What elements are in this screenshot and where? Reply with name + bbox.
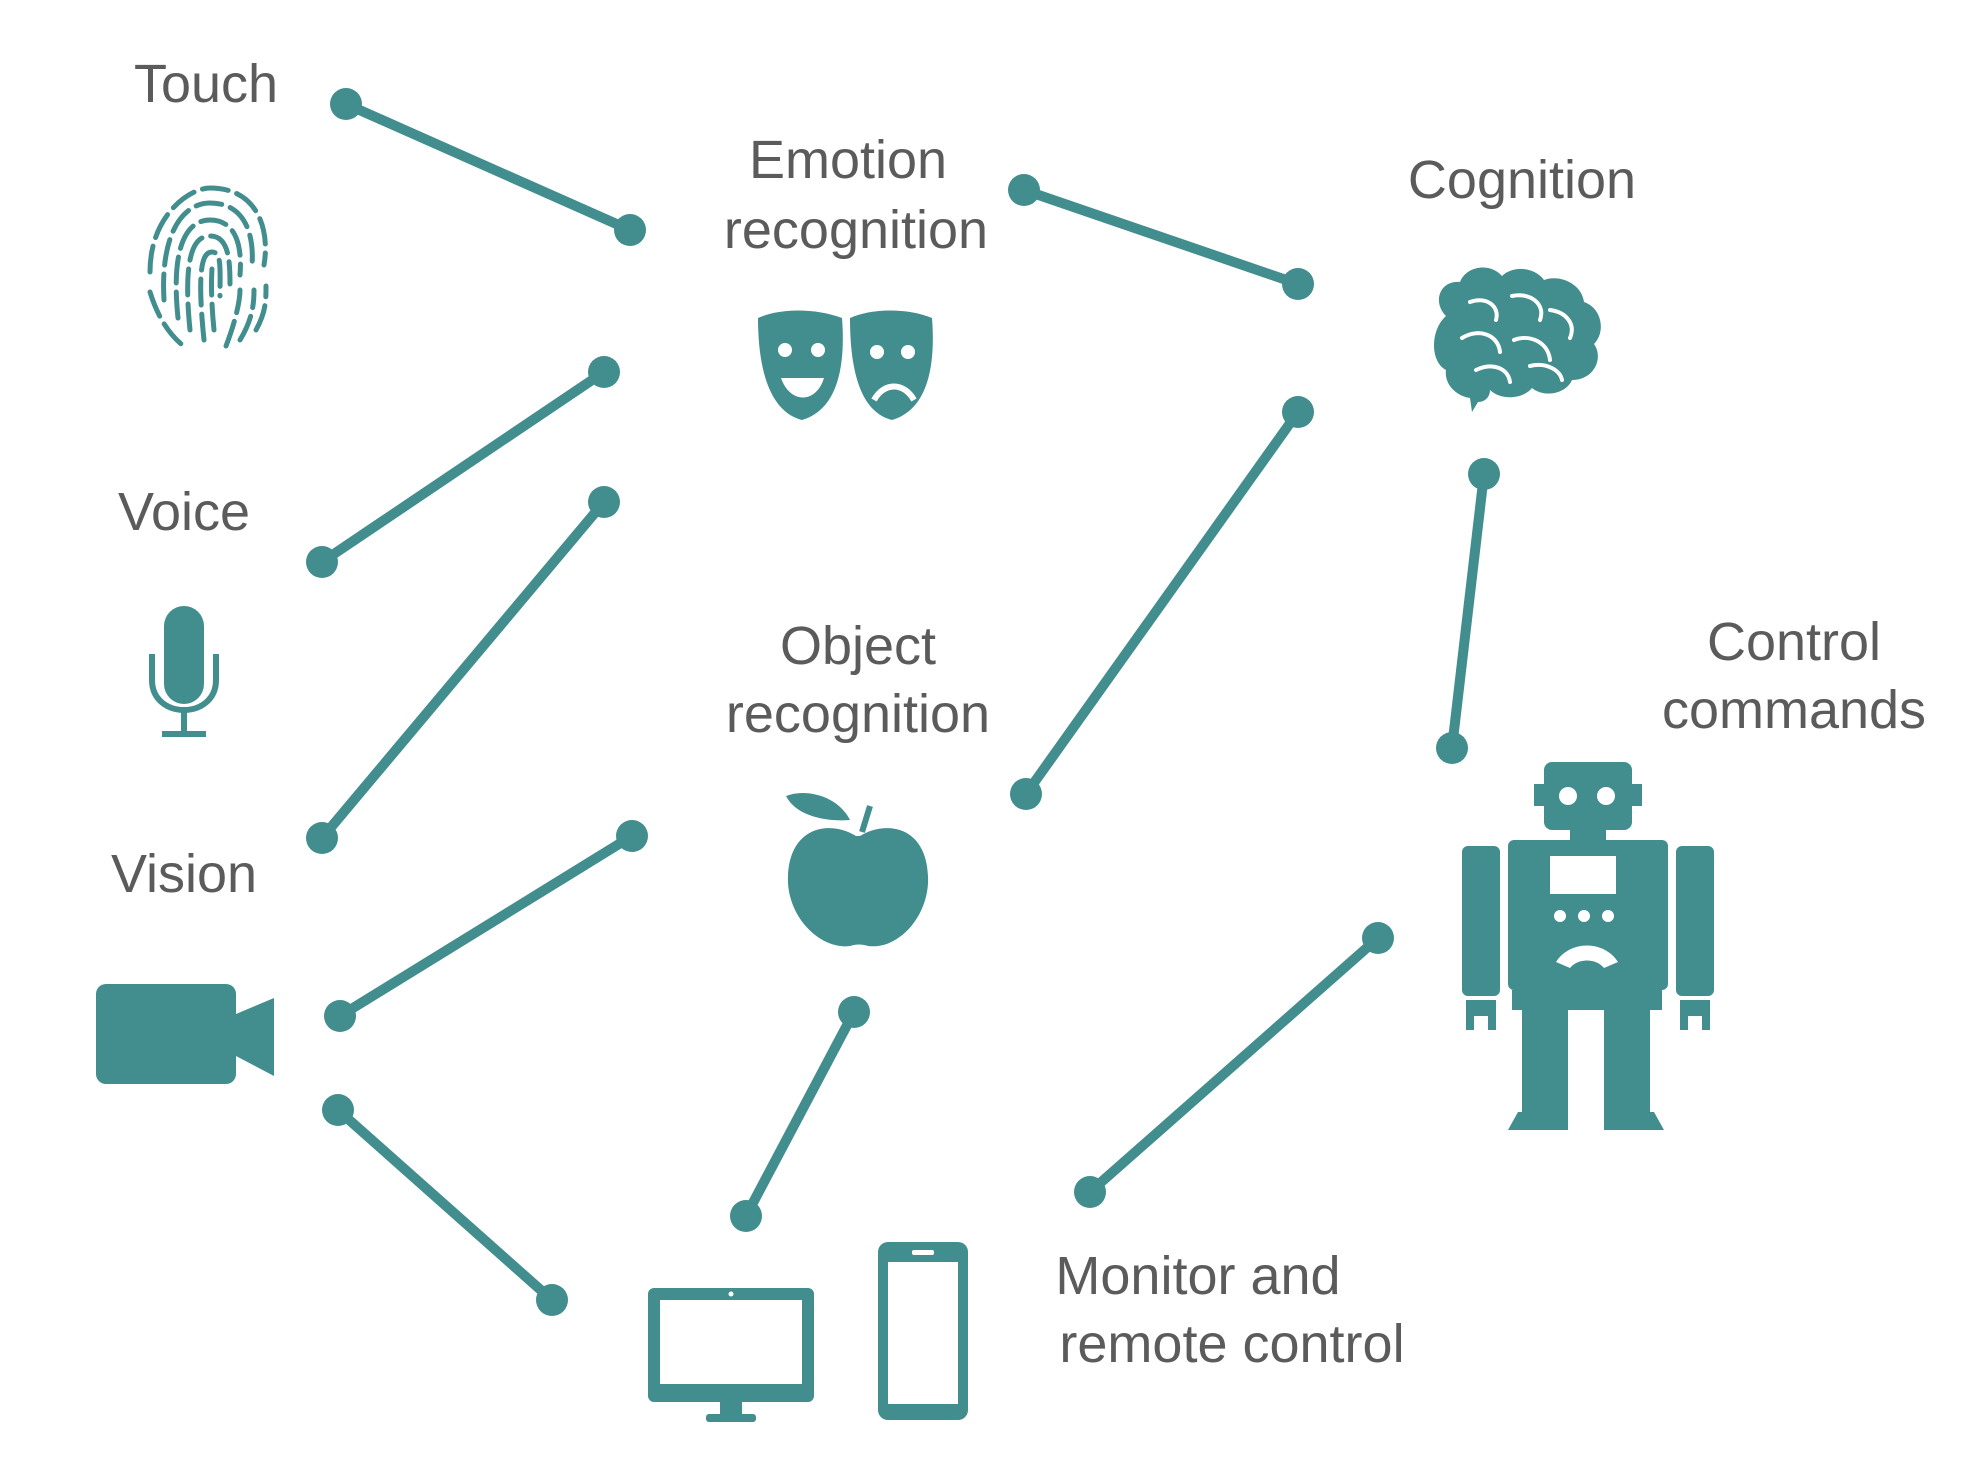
- connector-line: [1019, 185, 1303, 289]
- connector-vision-to-object: [324, 820, 648, 1032]
- connector-cognition-to-control: [1436, 458, 1500, 764]
- touch-label: Touch: [134, 54, 278, 114]
- connector-emotion-to-cognition: [1008, 174, 1314, 300]
- connector-end-dot: [616, 820, 648, 852]
- connector-line: [317, 367, 609, 567]
- microphone-icon: [149, 606, 219, 737]
- connectors: [306, 88, 1500, 1316]
- connector-vision-to-monitor: [322, 1094, 568, 1316]
- connector-start-dot: [306, 822, 338, 854]
- connector-start-dot: [1074, 1176, 1106, 1208]
- theater-masks-icon: [758, 310, 933, 420]
- connector-end-dot: [1362, 922, 1394, 954]
- connector-object-to-cognition: [1010, 396, 1314, 810]
- monitor-label-line2: remote control: [1059, 1314, 1404, 1374]
- cognition-label: Cognition: [1408, 150, 1636, 210]
- apple-icon: [786, 793, 929, 947]
- connector-line: [1021, 407, 1303, 799]
- connector-end-dot: [588, 356, 620, 388]
- connector-monitor-to-control: [1074, 922, 1394, 1208]
- vision-label: Vision: [111, 844, 257, 904]
- connector-vision-to-emotion: [306, 486, 620, 854]
- connector-start-dot: [324, 1000, 356, 1032]
- connector-touch-to-emotion: [330, 88, 646, 246]
- connector-start-dot: [306, 546, 338, 578]
- voice-label: Voice: [118, 482, 250, 542]
- connector-end-dot: [1282, 396, 1314, 428]
- connector-line: [1447, 469, 1489, 753]
- connector-line: [1085, 933, 1383, 1197]
- object-label-line2: recognition: [726, 684, 990, 744]
- connector-line: [333, 1105, 557, 1305]
- connector-start-dot: [330, 88, 362, 120]
- robot-icon: [1462, 762, 1714, 1130]
- connector-end-dot: [838, 996, 870, 1028]
- control-label-line2: commands: [1662, 680, 1926, 740]
- brain-icon: [1434, 267, 1601, 412]
- emotion-label-line1: Emotion: [749, 130, 947, 190]
- connector-object-to-monitor: [730, 996, 870, 1232]
- connector-end-dot: [536, 1284, 568, 1316]
- connector-start-dot: [1008, 174, 1040, 206]
- connector-line: [335, 831, 637, 1021]
- connector-line: [317, 497, 609, 843]
- connector-start-dot: [1468, 458, 1500, 490]
- video-camera-icon: [96, 984, 274, 1084]
- connector-voice-to-emotion: [306, 356, 620, 578]
- connector-line: [341, 99, 635, 235]
- connector-line: [741, 1007, 859, 1221]
- fingerprint-icon: [147, 185, 269, 351]
- connector-end-dot: [1282, 268, 1314, 300]
- connector-end-dot: [588, 486, 620, 518]
- control-label-line1: Control: [1707, 612, 1881, 672]
- object-label-line1: Object: [780, 616, 936, 676]
- connector-end-dot: [1436, 732, 1468, 764]
- connector-end-dot: [614, 214, 646, 246]
- connector-start-dot: [730, 1200, 762, 1232]
- connector-start-dot: [1010, 778, 1042, 810]
- connector-start-dot: [322, 1094, 354, 1126]
- monitor-label-line1: Monitor and: [1055, 1246, 1340, 1306]
- emotion-label-line2: recognition: [724, 200, 988, 260]
- desktop-and-phone-icon: [648, 1242, 968, 1422]
